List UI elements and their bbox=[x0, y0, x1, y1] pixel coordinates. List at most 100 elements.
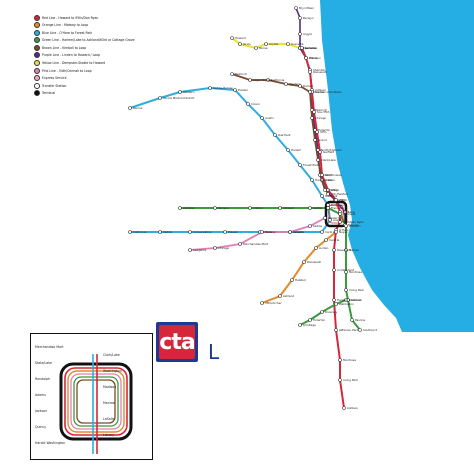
station-label: Fullerton bbox=[313, 318, 325, 322]
station-label: Midway bbox=[265, 230, 276, 234]
legend-label: Transfer Station bbox=[42, 83, 67, 88]
station-dot bbox=[294, 6, 298, 10]
loop-inner bbox=[328, 204, 344, 224]
inset-loop-green bbox=[73, 376, 119, 427]
legend-swatch bbox=[34, 22, 40, 29]
station-dot bbox=[323, 216, 327, 220]
legend-label: Orange Line - Midway to Loop bbox=[42, 23, 89, 28]
legend-label: Yellow Line - Dempster-Skokie to Howard bbox=[42, 61, 106, 66]
station-dot bbox=[313, 138, 317, 142]
station-label: Monroe bbox=[348, 223, 359, 227]
station-label: Clark/Division bbox=[323, 173, 342, 177]
legend-row: Pink Line - 54th/Cermak to Loop bbox=[34, 67, 194, 74]
cta-logo: cta bbox=[156, 322, 198, 362]
station-dot bbox=[308, 90, 312, 94]
station-dot bbox=[128, 230, 132, 234]
station-label: Kedzie bbox=[163, 230, 172, 234]
station-dot bbox=[316, 158, 320, 162]
station-dot bbox=[350, 318, 354, 322]
station-label: Pulaski bbox=[228, 230, 238, 234]
station-label: Lake bbox=[348, 210, 355, 214]
station-label: Cicero bbox=[251, 102, 260, 106]
legend-row: Green Line - Harlem/Lake to Ashland/63rd… bbox=[34, 37, 194, 44]
station-dot bbox=[246, 102, 250, 106]
station-dot bbox=[298, 84, 302, 88]
legend-swatch bbox=[34, 14, 40, 21]
station-label: California bbox=[271, 78, 285, 82]
station-label: Berwyn bbox=[303, 16, 314, 20]
station-label: O'Hare bbox=[339, 228, 349, 232]
station-label: California bbox=[133, 230, 147, 234]
station-dot bbox=[286, 148, 290, 152]
station-dot bbox=[302, 260, 306, 264]
station-label: Morgan bbox=[218, 206, 229, 210]
station-dot bbox=[334, 328, 338, 332]
station-dot bbox=[300, 46, 304, 50]
station-label: Rosemont bbox=[337, 248, 352, 252]
legend-swatch bbox=[34, 82, 40, 89]
station-label: Kimball bbox=[283, 206, 294, 210]
legend-row: Orange Line - Midway to Loop bbox=[34, 22, 194, 29]
station-dot bbox=[338, 378, 342, 382]
station-label: Logan Square bbox=[253, 78, 272, 82]
station-label: Diversey bbox=[325, 310, 338, 314]
inset-loop-outer bbox=[59, 362, 133, 441]
station-label: Granville bbox=[291, 42, 304, 46]
station-dot bbox=[213, 246, 217, 250]
station-dot bbox=[278, 206, 282, 210]
station-dot bbox=[260, 230, 264, 234]
station-dot bbox=[326, 188, 330, 192]
station-label: Austin bbox=[265, 116, 274, 120]
station-label: Kedzie bbox=[313, 224, 322, 228]
station-label: Addison bbox=[351, 298, 362, 302]
station-dot bbox=[338, 220, 342, 224]
station-label: Ashland bbox=[183, 206, 194, 210]
station-label: Kedzie-Homan bbox=[213, 86, 233, 90]
station-dot bbox=[342, 406, 346, 410]
station-label: 69th bbox=[331, 188, 338, 192]
station-label: Western bbox=[183, 90, 195, 94]
station-label: Southport bbox=[363, 328, 378, 332]
inset-loop-brown bbox=[76, 379, 116, 424]
red-line bbox=[301, 47, 345, 409]
station-label: Clinton bbox=[253, 206, 263, 210]
station-dot bbox=[323, 188, 327, 192]
station-label: Harlem bbox=[337, 298, 347, 302]
legend-row: Brown Line - Kimball to Loop bbox=[34, 44, 194, 51]
station-dot bbox=[248, 206, 252, 210]
station-dot bbox=[290, 278, 294, 282]
station-dot bbox=[298, 32, 302, 36]
station-label: Western bbox=[289, 82, 301, 86]
legend-swatch bbox=[34, 67, 40, 74]
legend-swatch bbox=[34, 90, 40, 97]
station-label: Austin bbox=[333, 218, 342, 222]
station-dot bbox=[320, 230, 324, 234]
cta-logo-inner: cta bbox=[159, 325, 196, 359]
station-label: Belmont bbox=[235, 72, 248, 76]
station-label: Argyle bbox=[303, 32, 312, 36]
station-dot bbox=[315, 130, 319, 134]
station-dot bbox=[288, 230, 292, 234]
station-dot bbox=[254, 46, 258, 50]
inset-station-label: LaSalle bbox=[103, 417, 114, 421]
station-dot bbox=[344, 248, 348, 252]
station-dot bbox=[213, 206, 217, 210]
station-label: Chicago bbox=[315, 116, 327, 120]
station-dot bbox=[233, 88, 237, 92]
legend-label: Red Line - Howard to 95th/Dan Ryan bbox=[42, 15, 99, 20]
station-label: Garfield bbox=[323, 150, 334, 154]
legend-row: Transfer Station bbox=[34, 82, 194, 89]
station-label: Belmont bbox=[349, 298, 362, 302]
station-dot bbox=[230, 36, 234, 40]
station-label: Ashland bbox=[283, 294, 294, 298]
station-dots bbox=[128, 6, 362, 410]
legend-row: Purple Line - Linden to Howard / Loop bbox=[34, 52, 194, 59]
station-label: North/Clybourn bbox=[321, 148, 343, 152]
station-label: Howard bbox=[235, 36, 246, 40]
station-dot bbox=[238, 42, 242, 46]
station-dot bbox=[332, 298, 336, 302]
